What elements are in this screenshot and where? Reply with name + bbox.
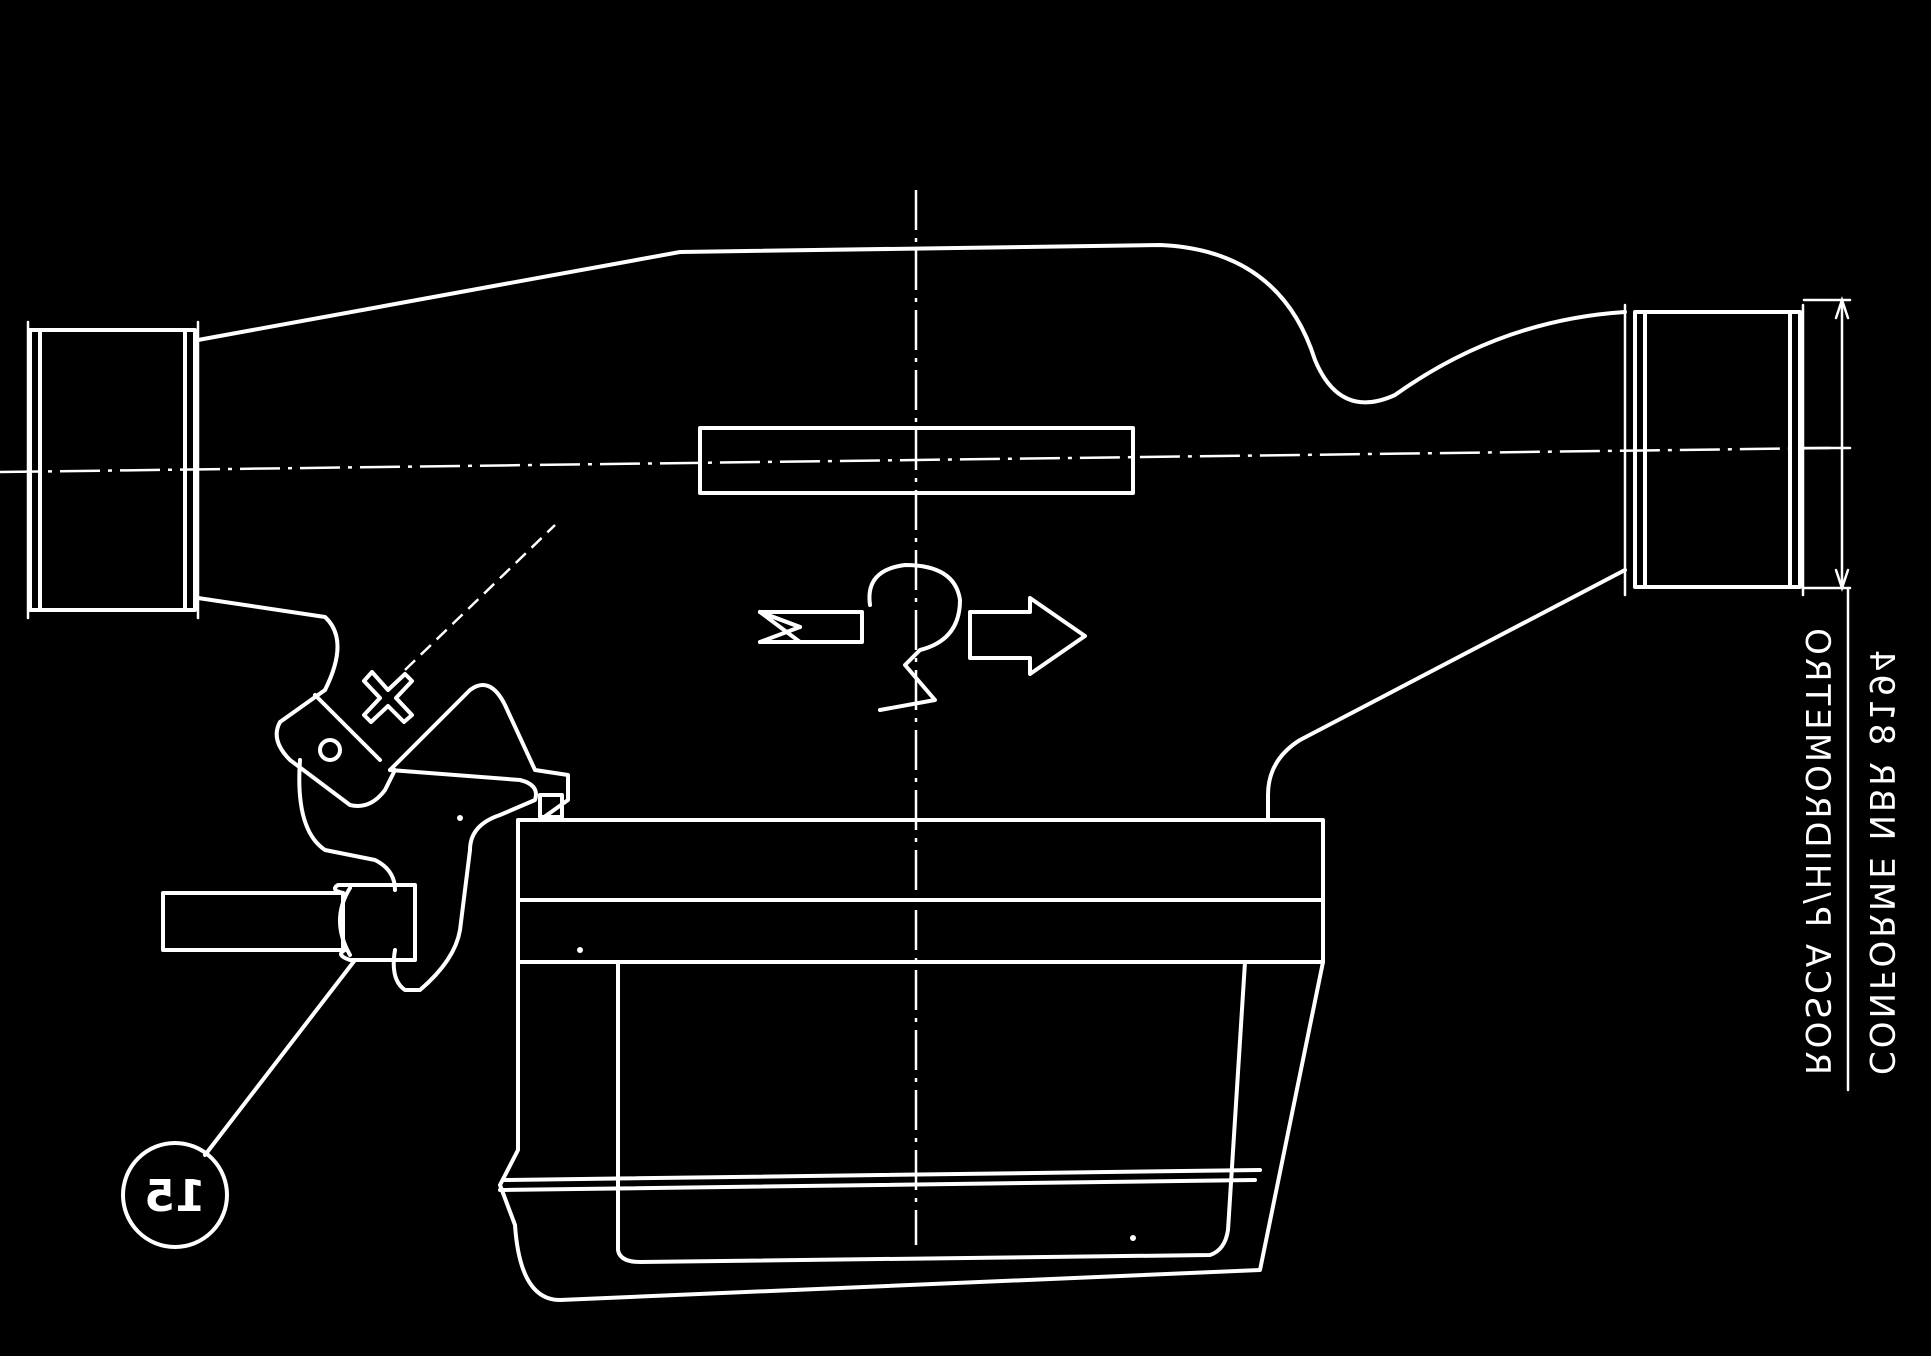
left-threaded-connection	[26, 320, 200, 620]
meter-body-outline	[196, 243, 1627, 822]
register-window	[698, 426, 1135, 495]
flow-direction-arrow	[758, 563, 1087, 712]
thread-note: CONFORME NBR 8194 ROSCA P/HIDROMETRO	[1797, 625, 1901, 1075]
balloon-leader	[203, 958, 357, 1157]
register-cover	[498, 818, 1325, 1302]
thread-dimension	[1798, 296, 1852, 592]
balloon-number: 15	[144, 1171, 205, 1222]
seal-pin	[161, 883, 417, 962]
part-balloon: 15	[121, 1141, 229, 1249]
seal-assembly	[274, 683, 570, 992]
note-line-1: CONFORME NBR 8194	[1861, 647, 1901, 1075]
stray-dot	[457, 815, 463, 821]
note-line-2: ROSCA P/HIDROMETRO	[1797, 625, 1837, 1075]
right-threaded-connection	[1623, 303, 1805, 597]
seal-cross-mark	[362, 524, 556, 724]
stray-dot	[577, 947, 583, 953]
stray-dot	[1130, 1235, 1136, 1241]
